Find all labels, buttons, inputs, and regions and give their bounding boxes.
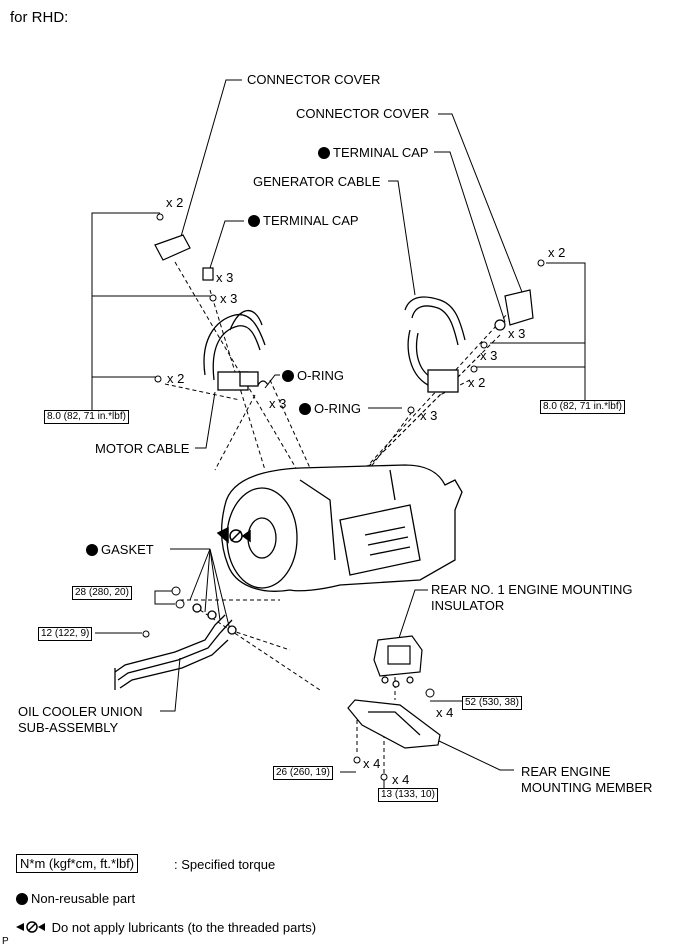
qty-right-low: x 2: [468, 375, 486, 390]
terminal-cap-right-icon: [494, 319, 506, 331]
qty-oring-left: x 3: [269, 396, 287, 411]
torque-left-cable: 8.0 (82, 71 in.*lbf): [44, 410, 129, 424]
qty-cap-right: x 3: [508, 326, 526, 341]
corner-mark: P: [2, 936, 9, 947]
legend-no-lubricant: Do not apply lubricants (to the threaded…: [16, 920, 316, 935]
bracket-left: [91, 212, 160, 410]
bolt-icon: [156, 213, 164, 221]
label-connector-cover-left: CONNECTOR COVER: [247, 72, 381, 87]
label-oil-cooler-1: OIL COOLER UNION: [18, 704, 143, 719]
label-terminal-cap-left: TERMINAL CAP: [248, 213, 359, 228]
no-lubricant-icon: [16, 921, 45, 933]
non-reusable-icon: [86, 544, 98, 556]
label-oil-cooler-2: SUB-ASSEMBLY: [18, 720, 119, 735]
qty-right-top: x 2: [548, 245, 566, 260]
connector-cover-right-icon: [504, 289, 534, 326]
label-connector-cover-right: CONNECTOR COVER: [296, 106, 430, 121]
leader-terminal-cap-left: [209, 220, 244, 269]
label-terminal-cap-right: TERMINAL CAP: [318, 145, 429, 160]
non-reusable-icon: [318, 147, 330, 159]
label-motor-cable: MOTOR CABLE: [95, 441, 190, 456]
bracket-right: [546, 262, 586, 400]
connector-cover-left-icon: [154, 234, 191, 261]
torque-union-bolts: 28 (280, 20): [72, 586, 132, 600]
leader-o-ring-left: [264, 374, 280, 389]
rear-insulator-icon: [373, 635, 423, 688]
qty-member-right: x 4: [392, 772, 410, 787]
leader-rear-insulator: [394, 589, 428, 651]
leader-terminal-cap-right: [434, 151, 506, 323]
qty-bolt-left: x 3: [220, 291, 238, 306]
torque-right-cable: 8.0 (82, 71 in.*lbf): [540, 400, 625, 414]
bolt-icon: [175, 599, 185, 609]
label-o-ring-right: O-RING: [299, 401, 361, 416]
motor-cable-icon: [203, 309, 266, 391]
oil-cooler-union-icon: [114, 603, 237, 690]
legend-torque-key: N*m (kgf*cm, ft.*lbf): [16, 854, 139, 873]
no-lubricant-icon: [216, 526, 251, 544]
label-rear-insulator-2: INSULATOR: [431, 598, 505, 613]
bolt-icon: [353, 756, 361, 764]
torque-union-clamp: 12 (122, 9): [38, 627, 93, 641]
o-ring-icon: [407, 406, 415, 414]
torque-member-left: 26 (260, 19): [273, 766, 333, 780]
generator-cable-icon: [404, 296, 466, 393]
transmission-icon: [220, 464, 463, 592]
label-rear-insulator-1: REAR NO. 1 ENGINE MOUNTING: [431, 582, 633, 597]
leader-connector-cover-right: [438, 113, 523, 293]
label-generator-cable: GENERATOR CABLE: [253, 174, 381, 189]
qty-member-left: x 4: [363, 756, 381, 771]
terminal-cap-left-icon: [202, 267, 214, 281]
bolt-icon: [209, 294, 217, 302]
leader-rear-member: [436, 739, 514, 771]
legend-torque-desc: : Specified torque: [174, 857, 276, 872]
torque-member-right: 13 (133, 10): [378, 788, 438, 802]
bolt-icon: [537, 259, 545, 267]
page-title: for RHD:: [10, 9, 69, 26]
qty-left-low: x 2: [167, 371, 185, 386]
torque-insulator: 52 (530, 38): [462, 696, 522, 710]
bolt-icon: [425, 688, 435, 698]
rear-member-icon: [347, 699, 441, 749]
bolt-icon: [470, 365, 478, 373]
label-o-ring-left: O-RING: [282, 368, 344, 383]
qty-right-bolt: x 3: [480, 348, 498, 363]
bolt-icon: [154, 375, 162, 383]
qty-left-top: x 2: [166, 195, 184, 210]
legend-nonreusable: Non-reusable part: [16, 891, 135, 906]
non-reusable-icon: [282, 370, 294, 382]
bolt-icon: [171, 586, 181, 596]
bolt-icon: [142, 630, 150, 638]
leader-oil-cooler: [160, 657, 181, 712]
label-gasket: GASKET: [86, 542, 154, 557]
non-reusable-icon: [299, 403, 311, 415]
bolt-icon: [480, 341, 488, 349]
leader-connector-cover-left: [179, 79, 242, 241]
leader-generator-cable: [388, 180, 416, 296]
non-reusable-icon: [16, 893, 28, 905]
non-reusable-icon: [248, 215, 260, 227]
leader-motor-cable: [195, 391, 216, 449]
qty-cap-left: x 3: [216, 270, 234, 285]
bolt-icon: [380, 773, 388, 781]
qty-oring-right: x 3: [420, 408, 438, 423]
o-ring-left-icon: [257, 380, 269, 386]
qty-insulator: x 4: [436, 705, 454, 720]
label-rear-member-1: REAR ENGINE: [521, 764, 611, 779]
label-rear-member-2: MOUNTING MEMBER: [521, 780, 653, 795]
